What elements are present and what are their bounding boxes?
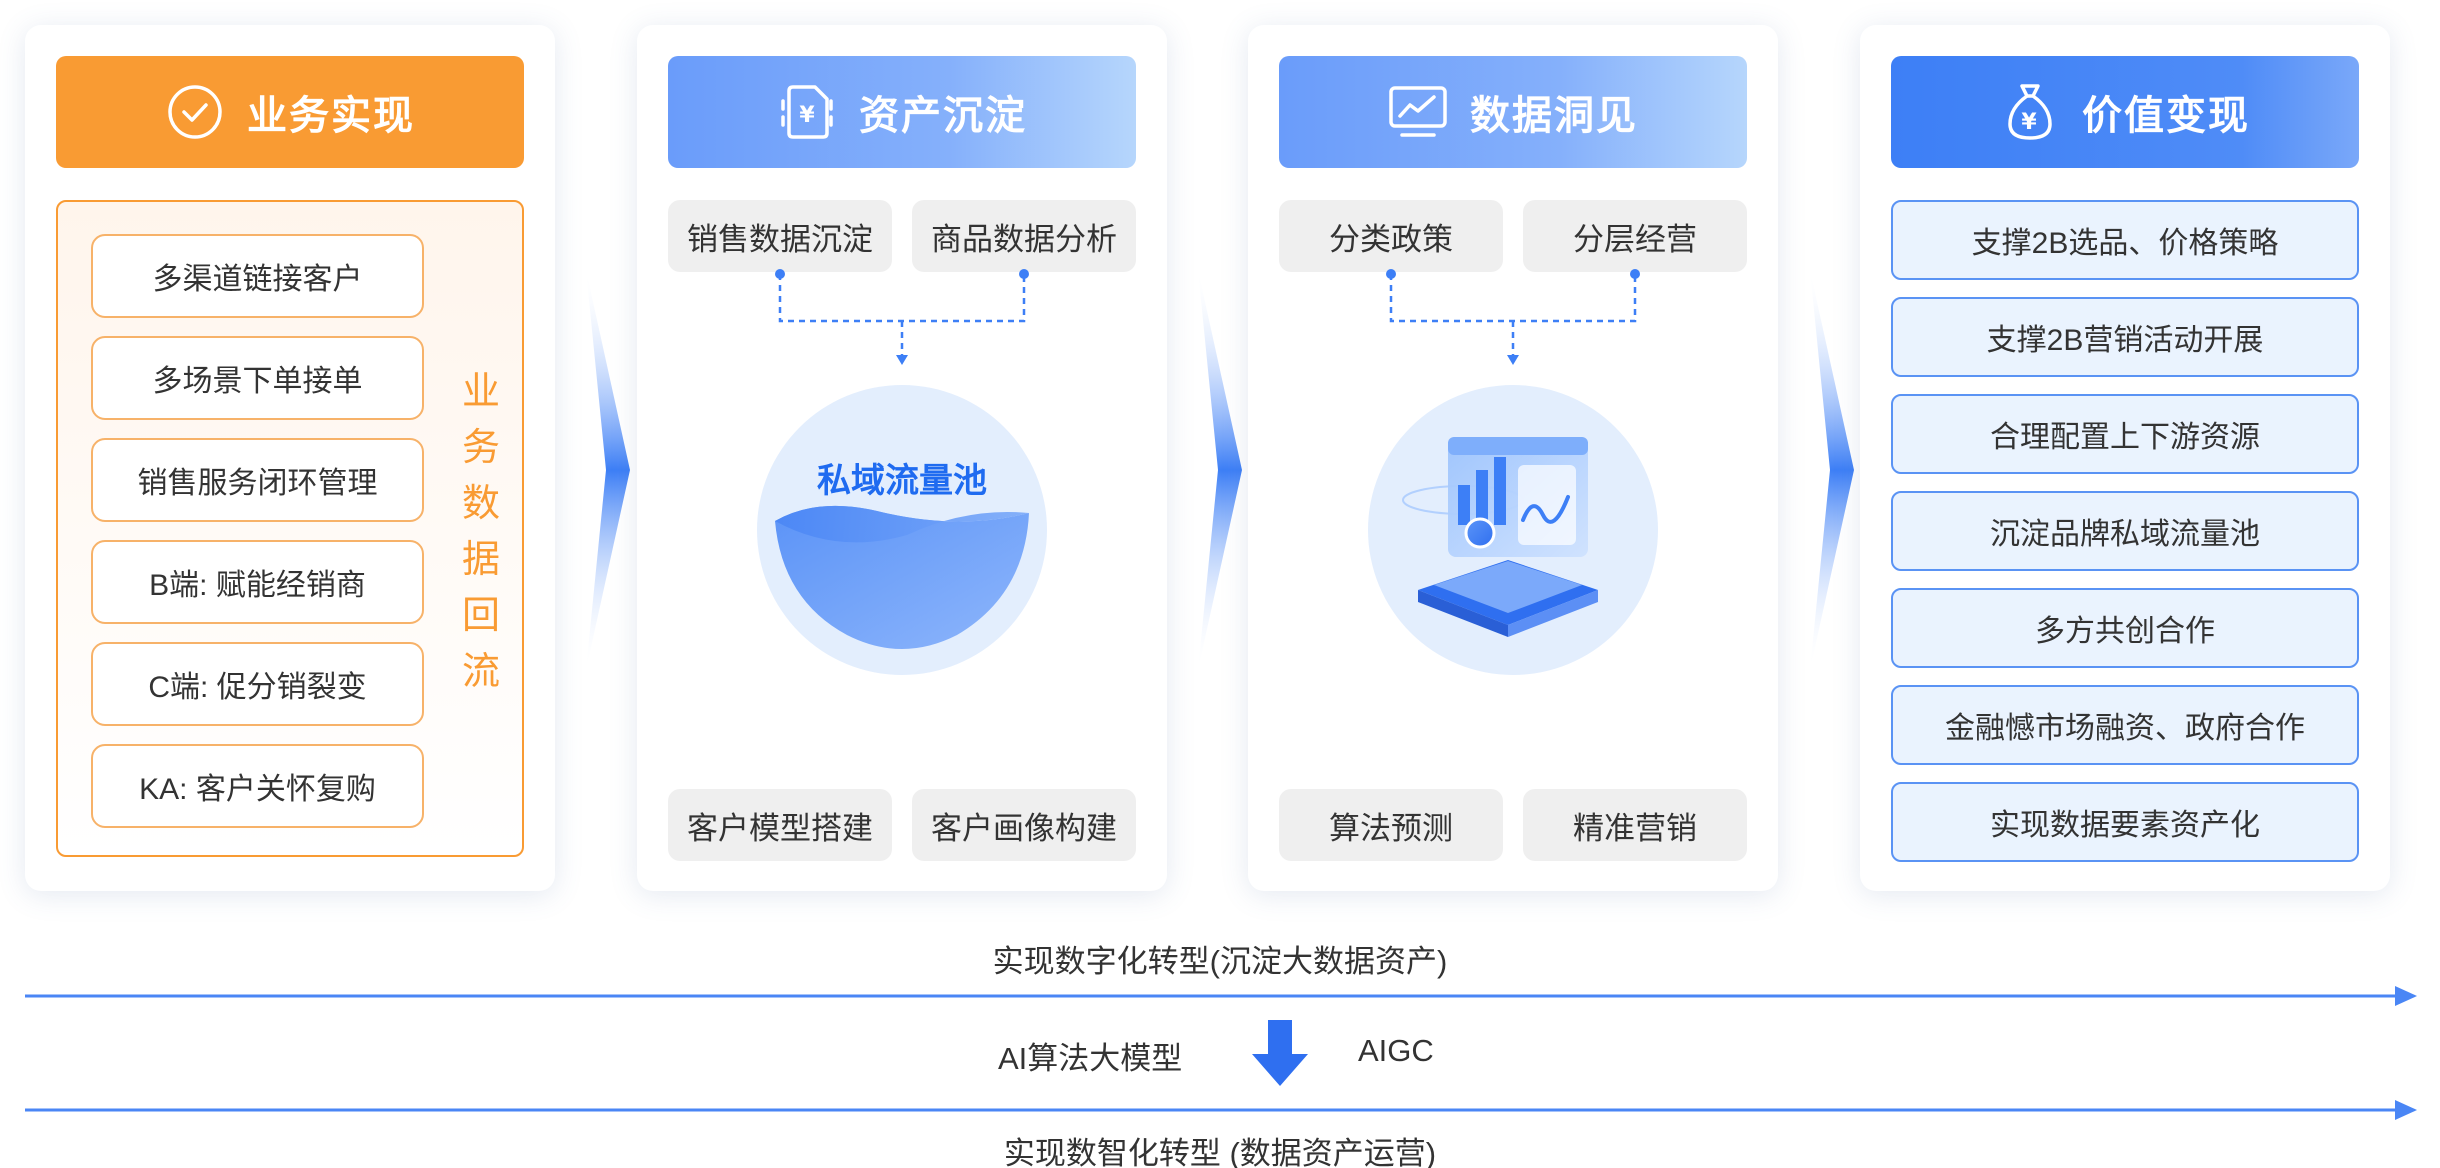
ai-model-label: AI算法大模型: [998, 1041, 1183, 1076]
yuan-document-icon: ¥: [777, 82, 837, 142]
panel-monetization: ¥ 价值变现 支撑2B选品、价格策略 支撑2B营销活动开展 合理配置上下游资源 …: [1860, 25, 2390, 891]
value-item: 合理配置上下游资源: [1891, 394, 2359, 474]
panel-assets: ¥ 资产沉淀 销售数据沉淀 商品数据分析 私域流量池 客户模型搭建 客户: [637, 25, 1167, 891]
traffic-pool-circle: 私域流量池: [757, 385, 1047, 675]
check-circle-icon: [165, 82, 225, 142]
business-item: 多渠道链接客户: [91, 234, 424, 318]
insight-tag: 分类政策: [1279, 200, 1503, 272]
panel-title: 业务实现: [247, 94, 415, 138]
digital-transformation-caption: 实现数字化转型(沉淀大数据资产): [992, 944, 1448, 979]
insight-tag: 精准营销: [1523, 789, 1747, 861]
business-item: 销售服务闭环管理: [91, 438, 424, 522]
timeline-arrow: [25, 986, 2417, 1006]
svg-text:¥: ¥: [2021, 110, 2038, 135]
side-label-char: 数: [461, 483, 500, 525]
asset-tag: 商品数据分析: [912, 200, 1136, 272]
panel-header-insights: 数据洞见: [1279, 56, 1747, 168]
insight-tag: 算法预测: [1279, 789, 1503, 861]
panel-business: 业务实现 多渠道链接客户 多场景下单接单 销售服务闭环管理 B端: 赋能经销商 …: [25, 25, 555, 891]
panel-insights: 数据洞见 分类政策 分层经营: [1248, 25, 1778, 891]
panel-title: 资产沉淀: [859, 94, 1027, 138]
value-item: 沉淀品牌私域流量池: [1891, 491, 2359, 571]
panel-header-monetization: ¥ 价值变现: [1891, 56, 2359, 168]
traffic-pool-label: 私域流量池: [817, 462, 987, 500]
panel-title: 数据洞见: [1470, 94, 1638, 138]
value-item: 支撑2B营销活动开展: [1891, 297, 2359, 377]
water-bowl-icon: [775, 505, 1029, 649]
asset-tag: 客户模型搭建: [668, 789, 892, 861]
business-item: 多场景下单接单: [91, 336, 424, 420]
analytics-circle: [1368, 385, 1658, 675]
asset-tag: 客户画像构建: [912, 789, 1136, 861]
side-label-char: 流: [461, 651, 500, 693]
side-label-char: 回: [461, 595, 500, 637]
side-label-char: 业: [461, 371, 500, 413]
side-label-char: 务: [461, 427, 500, 469]
intelligent-transformation-caption: 实现数智化转型 (数据资产运营): [1003, 1136, 1437, 1168]
panel-title: 价值变现: [2082, 94, 2250, 138]
analytics-device-icon: [1402, 437, 1598, 637]
chart-monitor-icon: [1388, 82, 1448, 142]
money-bag-icon: ¥: [2000, 82, 2060, 142]
value-item: 支撑2B选品、价格策略: [1891, 200, 2359, 280]
asset-tag: 销售数据沉淀: [668, 200, 892, 272]
down-arrow-icon: [1252, 1020, 1308, 1086]
business-items-box: 多渠道链接客户 多场景下单接单 销售服务闭环管理 B端: 赋能经销商 C端: 促…: [56, 200, 524, 857]
flow-chevron: [586, 270, 630, 670]
business-item: C端: 促分销裂变: [91, 642, 424, 726]
side-label-char: 据: [461, 539, 500, 581]
panel-header-assets: ¥ 资产沉淀: [668, 56, 1136, 168]
business-item: KA: 客户关怀复购: [91, 744, 424, 828]
insight-tag: 分层经营: [1523, 200, 1747, 272]
flow-chevron: [1198, 270, 1242, 670]
business-item: B端: 赋能经销商: [91, 540, 424, 624]
value-item: 金融憾市场融资、政府合作: [1891, 685, 2359, 765]
aigc-label: AIGC: [1358, 1033, 1434, 1068]
flow-chevron: [1810, 270, 1854, 670]
value-item: 实现数据要素资产化: [1891, 782, 2359, 862]
value-item: 多方共创合作: [1891, 588, 2359, 668]
timeline-arrow: [25, 1100, 2417, 1120]
panel-header-business: 业务实现: [56, 56, 524, 168]
svg-text:¥: ¥: [799, 103, 816, 128]
data-backflow-label: 业 务 数 据 回 流: [461, 364, 501, 700]
